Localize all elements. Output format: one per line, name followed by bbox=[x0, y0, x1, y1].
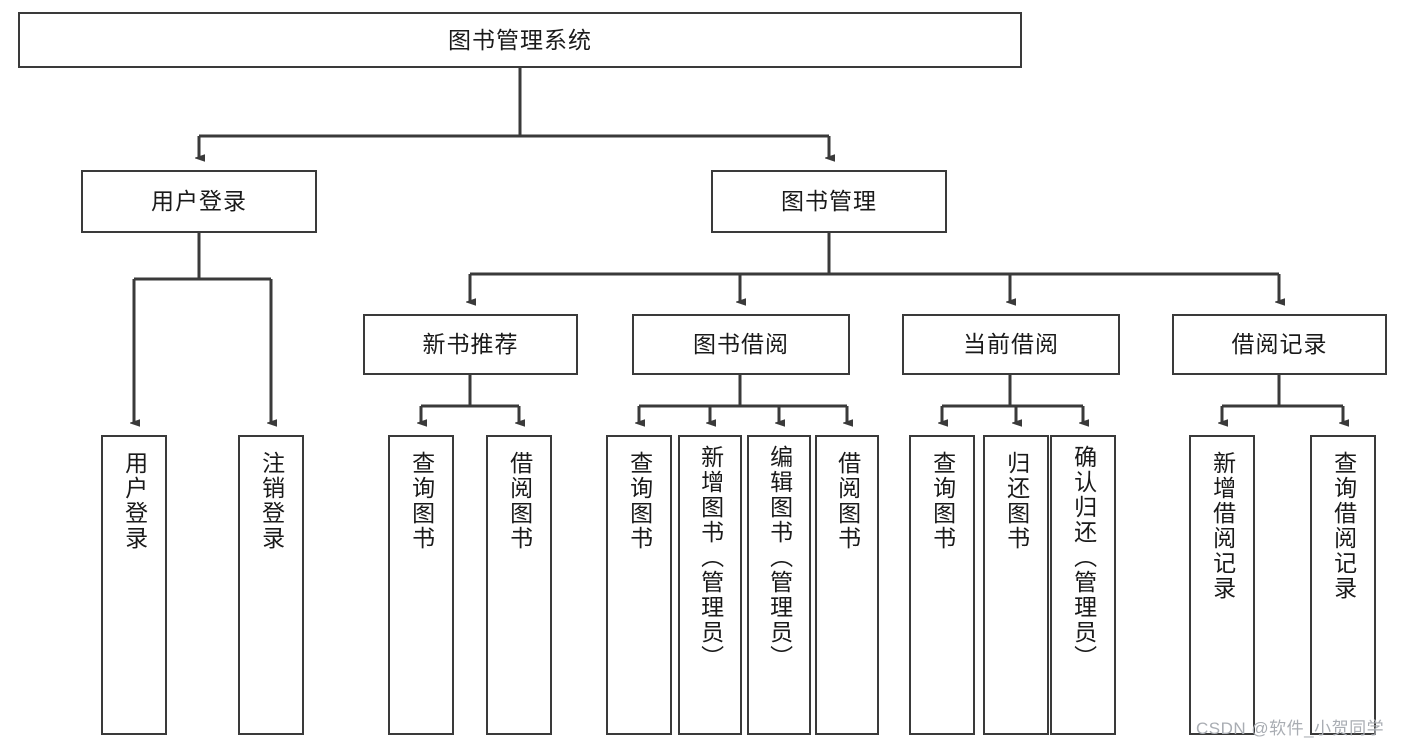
node-leaf-user-logout[interactable]: 注销登录 bbox=[238, 435, 304, 735]
node-leaf-confirm-return-admin-label: 确认归还（管理员） bbox=[1070, 445, 1097, 670]
node-leaf-add-book-admin[interactable]: 新增图书（管理员） bbox=[678, 435, 742, 735]
node-leaf-confirm-return-admin[interactable]: 确认归还（管理员） bbox=[1050, 435, 1116, 735]
node-book-management[interactable]: 图书管理 bbox=[711, 170, 947, 233]
node-leaf-query-book-2-label: 查询图书 bbox=[626, 451, 653, 551]
node-leaf-user-logout-label: 注销登录 bbox=[258, 451, 285, 551]
node-user-login-label: 用户登录 bbox=[151, 188, 247, 215]
node-root-label: 图书管理系统 bbox=[448, 26, 592, 53]
node-leaf-query-borrow-record-label: 查询借阅记录 bbox=[1330, 451, 1357, 601]
node-leaf-user-login-label: 用户登录 bbox=[121, 451, 148, 551]
node-leaf-query-book-1-label: 查询图书 bbox=[408, 451, 435, 551]
node-new-book-recommend-label: 新书推荐 bbox=[422, 331, 519, 358]
node-leaf-borrow-book-1-label: 借阅图书 bbox=[506, 451, 533, 551]
node-leaf-query-book-1[interactable]: 查询图书 bbox=[388, 435, 454, 735]
node-leaf-query-book-3[interactable]: 查询图书 bbox=[909, 435, 975, 735]
node-book-borrow-label: 图书借阅 bbox=[693, 331, 789, 358]
node-book-borrow[interactable]: 图书借阅 bbox=[632, 314, 850, 375]
node-new-book-recommend[interactable]: 新书推荐 bbox=[363, 314, 578, 375]
node-leaf-add-book-admin-label: 新增图书（管理员） bbox=[697, 445, 724, 670]
watermark: CSDN @软件_小贺同学 bbox=[1196, 719, 1385, 738]
node-leaf-query-book-3-label: 查询图书 bbox=[929, 451, 956, 551]
node-leaf-borrow-book-2[interactable]: 借阅图书 bbox=[815, 435, 879, 735]
node-leaf-query-book-2[interactable]: 查询图书 bbox=[606, 435, 672, 735]
node-leaf-return-book[interactable]: 归还图书 bbox=[983, 435, 1049, 735]
node-leaf-borrow-book-2-label: 借阅图书 bbox=[834, 451, 861, 551]
node-leaf-edit-book-admin[interactable]: 编辑图书（管理员） bbox=[747, 435, 811, 735]
node-leaf-return-book-label: 归还图书 bbox=[1003, 451, 1030, 551]
node-user-login[interactable]: 用户登录 bbox=[81, 170, 317, 233]
node-borrow-record[interactable]: 借阅记录 bbox=[1172, 314, 1387, 375]
node-leaf-add-borrow-record-label: 新增借阅记录 bbox=[1209, 451, 1236, 601]
node-leaf-edit-book-admin-label: 编辑图书（管理员） bbox=[766, 445, 793, 670]
node-borrow-record-label: 借阅记录 bbox=[1231, 331, 1328, 358]
node-leaf-borrow-book-1[interactable]: 借阅图书 bbox=[486, 435, 552, 735]
node-root[interactable]: 图书管理系统 bbox=[18, 12, 1022, 68]
node-leaf-query-borrow-record[interactable]: 查询借阅记录 bbox=[1310, 435, 1376, 735]
node-current-borrow-label: 当前借阅 bbox=[963, 331, 1059, 358]
node-book-management-label: 图书管理 bbox=[781, 188, 877, 215]
node-current-borrow[interactable]: 当前借阅 bbox=[902, 314, 1120, 375]
node-leaf-add-borrow-record[interactable]: 新增借阅记录 bbox=[1189, 435, 1255, 735]
node-leaf-user-login[interactable]: 用户登录 bbox=[101, 435, 167, 735]
